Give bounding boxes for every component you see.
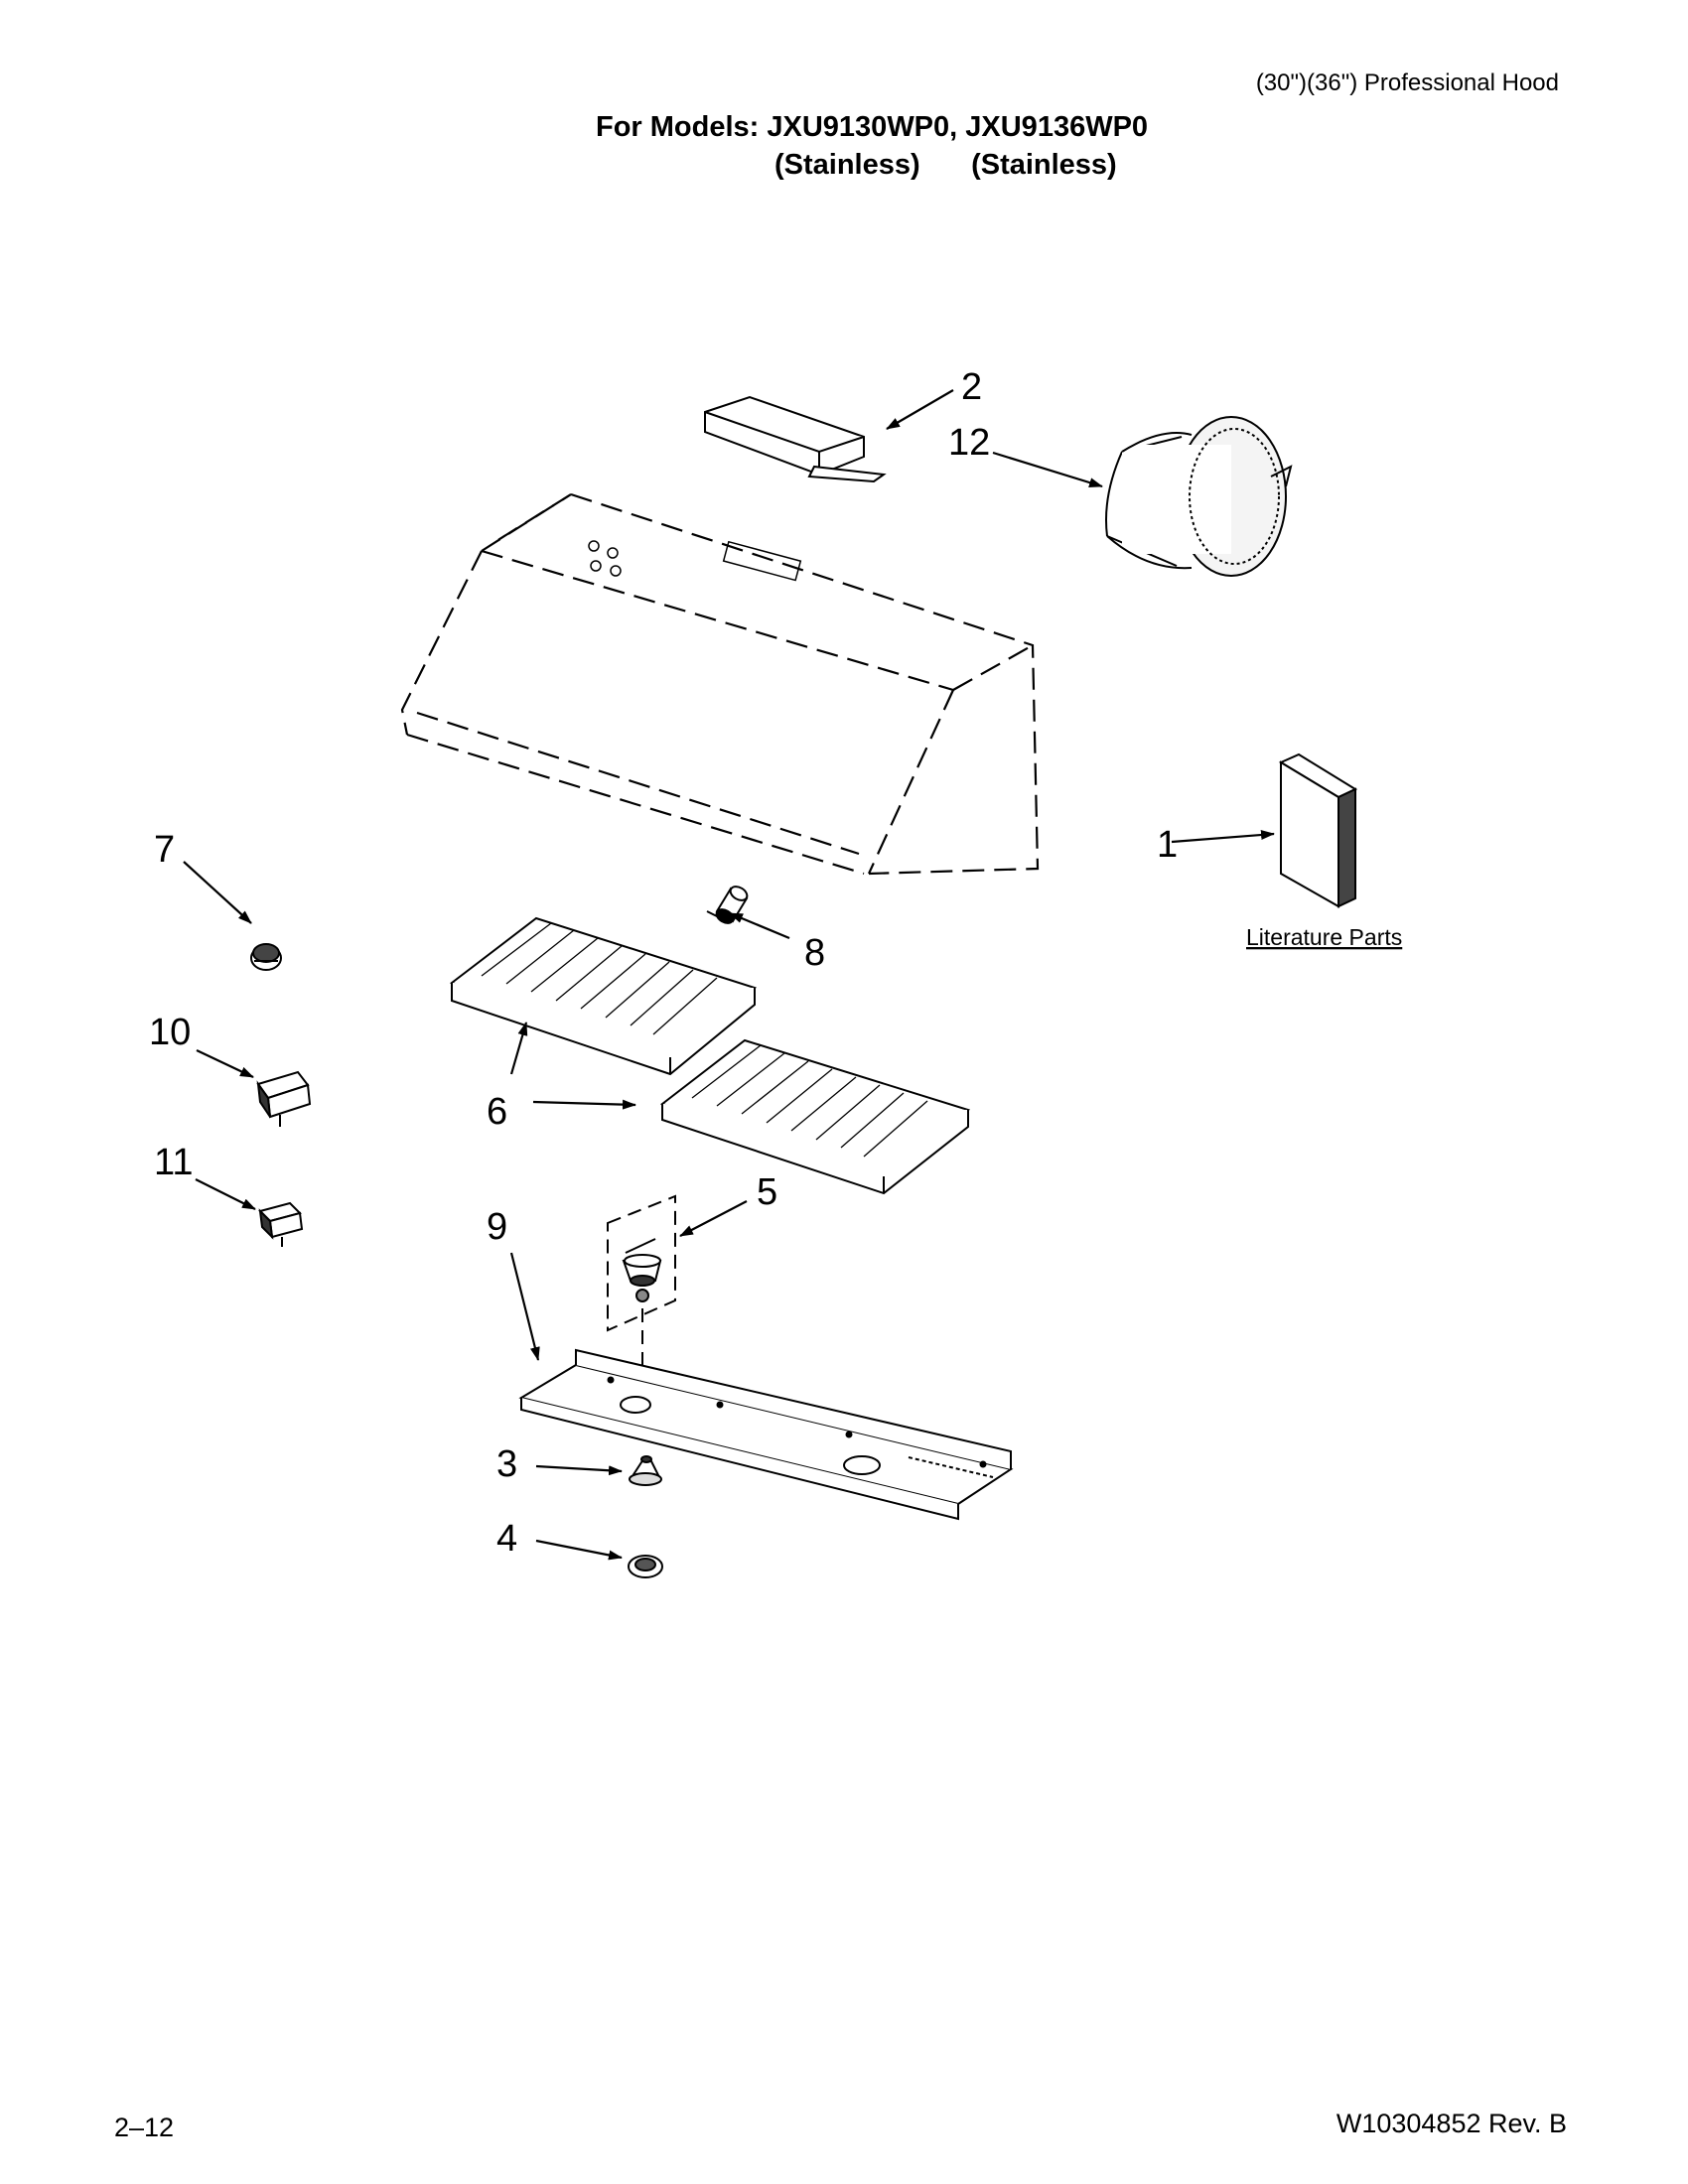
switch-part-11 [258, 1201, 304, 1247]
blower-part-12 [1105, 416, 1293, 577]
callout-6: 6 [487, 1091, 507, 1133]
product-heading: (30")(36") Professional Hood [1255, 69, 1559, 96]
finish-label-2: (Stainless) [971, 149, 1117, 181]
damper-part-2 [704, 395, 887, 483]
knob-part-7 [250, 943, 282, 971]
grease-filter-lower-slats [691, 1044, 928, 1158]
grease-filter-upper [449, 916, 758, 1076]
hood-top-holes [588, 540, 802, 582]
grease-filter-lower [659, 1038, 971, 1195]
callout-5: 5 [757, 1171, 777, 1213]
literature-parts-label: Literature Parts [1246, 924, 1402, 950]
light-panel-part-9 [518, 1348, 1014, 1521]
callout-numbers: 1 2 3 4 5 6 7 8 9 10 11 12 [149, 366, 1178, 1560]
hood-body [400, 492, 1040, 876]
callout-11: 11 [154, 1142, 193, 1183]
lamp-lens-part-3 [629, 1455, 662, 1486]
callout-1: 1 [1157, 824, 1178, 866]
page-number: 2–12 [114, 2113, 175, 2142]
literature-book-part-1 [1278, 752, 1358, 908]
callout-12: 12 [948, 422, 990, 464]
lamp-socket-part-5 [607, 1194, 676, 1410]
leader-arrows [183, 389, 1275, 1561]
finish-label-1: (Stainless) [774, 149, 920, 181]
document-number: W10304852 Rev. B [1336, 2109, 1567, 2138]
switch-part-10 [256, 1070, 312, 1127]
callout-7: 7 [154, 829, 175, 871]
grease-filter-upper-slats [481, 922, 718, 1035]
models-title: For Models: JXU9130WP0, JXU9136WP0 [596, 111, 1149, 143]
trim-ring-part-4 [628, 1555, 663, 1578]
callout-4: 4 [496, 1518, 517, 1560]
callout-3: 3 [496, 1443, 517, 1485]
callout-8: 8 [804, 932, 825, 974]
callout-10: 10 [149, 1012, 191, 1053]
finish-line: (Stainless) (Stainless) [774, 149, 1160, 182]
callout-2: 2 [961, 366, 982, 408]
callout-9: 9 [487, 1206, 507, 1248]
